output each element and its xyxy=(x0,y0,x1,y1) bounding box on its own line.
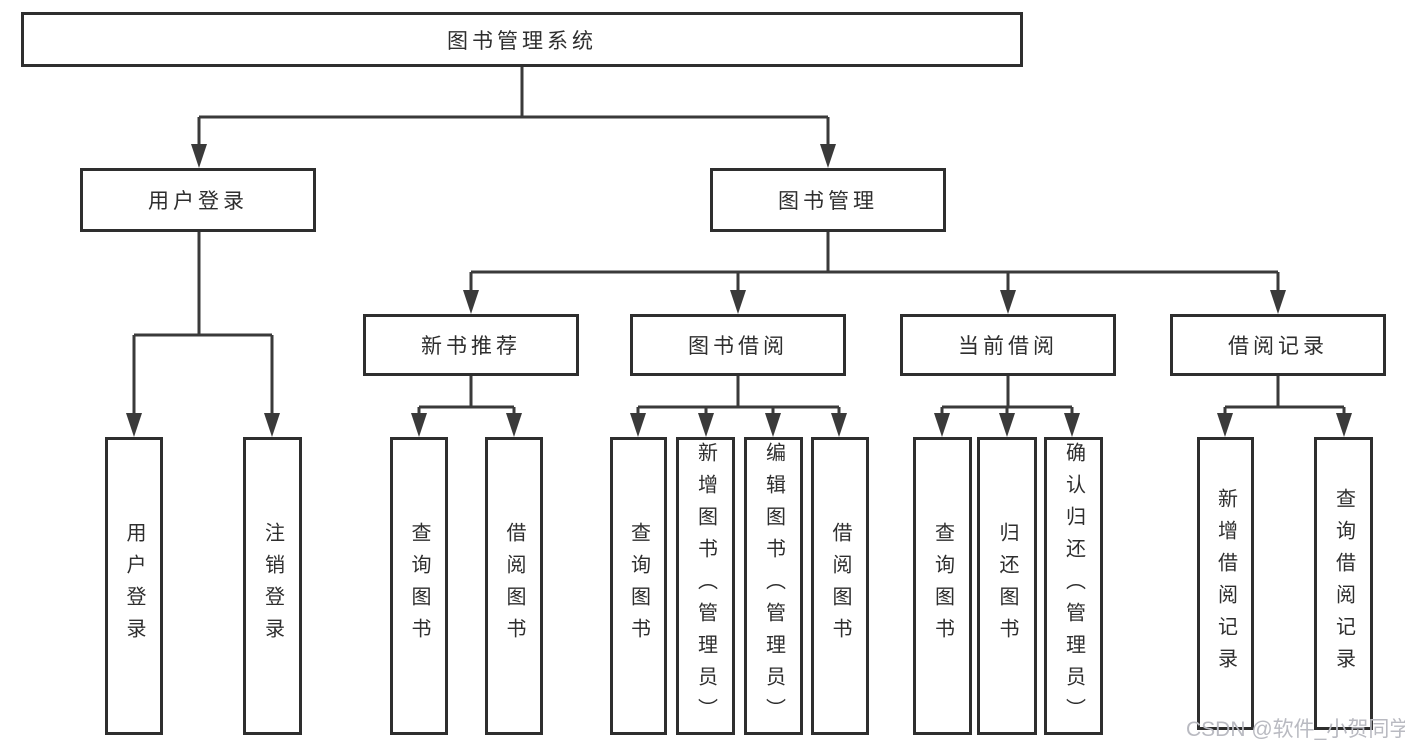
leaf-confirm-return-admin: 确认归还（管理员） xyxy=(1044,437,1103,735)
node-book-management: 图书管理 xyxy=(710,168,946,232)
leaf-user-login: 用户登录 xyxy=(105,437,163,735)
node-label: 查询借阅记录 xyxy=(1332,487,1355,680)
leaf-return-books: 归还图书 xyxy=(977,437,1037,735)
node-label: 新书推荐 xyxy=(421,335,521,358)
leaf-add-book-admin: 新增图书（管理员） xyxy=(676,437,735,735)
node-borrowing-records: 借阅记录 xyxy=(1170,314,1386,376)
arrowheads xyxy=(126,144,1352,437)
node-new-book-recommendation: 新书推荐 xyxy=(363,314,579,376)
node-user-login: 用户登录 xyxy=(80,168,316,232)
node-current-borrowing: 当前借阅 xyxy=(900,314,1116,376)
leaf-query-books-recommend: 查询图书 xyxy=(390,437,448,735)
node-label: 编辑图书（管理员） xyxy=(762,442,785,730)
node-label: 图书借阅 xyxy=(688,335,788,358)
node-book-borrowing: 图书借阅 xyxy=(630,314,846,376)
node-label: 查询图书 xyxy=(931,522,954,650)
node-label: 用户登录 xyxy=(123,522,145,650)
node-label: 确认归还（管理员） xyxy=(1062,442,1085,730)
node-label: 借阅图书 xyxy=(503,522,525,650)
node-label: 查询图书 xyxy=(627,522,650,650)
csdn-watermark: CSDN @软件_小贺同学 xyxy=(1186,718,1405,741)
node-label: 图书管理 xyxy=(778,190,878,213)
node-label: 用户登录 xyxy=(148,190,248,213)
node-label: 图书管理系统 xyxy=(447,29,597,53)
node-label: 新增借阅记录 xyxy=(1214,487,1237,680)
leaf-edit-book-admin: 编辑图书（管理员） xyxy=(744,437,803,735)
node-library-management-system: 图书管理系统 xyxy=(21,12,1023,67)
node-label: 新增图书（管理员） xyxy=(694,442,717,730)
node-label: 借阅记录 xyxy=(1228,335,1328,358)
leaf-logout-login: 注销登录 xyxy=(243,437,302,735)
leaf-add-borrow-record: 新增借阅记录 xyxy=(1197,437,1254,730)
leaf-query-borrow-record: 查询借阅记录 xyxy=(1314,437,1373,730)
node-label: 当前借阅 xyxy=(958,335,1058,358)
node-label: 查询图书 xyxy=(408,522,430,650)
leaf-borrow-books-recommend: 借阅图书 xyxy=(485,437,543,735)
leaf-query-books-current: 查询图书 xyxy=(913,437,972,735)
leaf-borrow-books: 借阅图书 xyxy=(811,437,869,735)
node-label: 注销登录 xyxy=(261,522,284,650)
leaf-query-books-borrow: 查询图书 xyxy=(610,437,667,735)
node-label: 借阅图书 xyxy=(829,522,851,650)
node-label: 归还图书 xyxy=(996,522,1018,650)
